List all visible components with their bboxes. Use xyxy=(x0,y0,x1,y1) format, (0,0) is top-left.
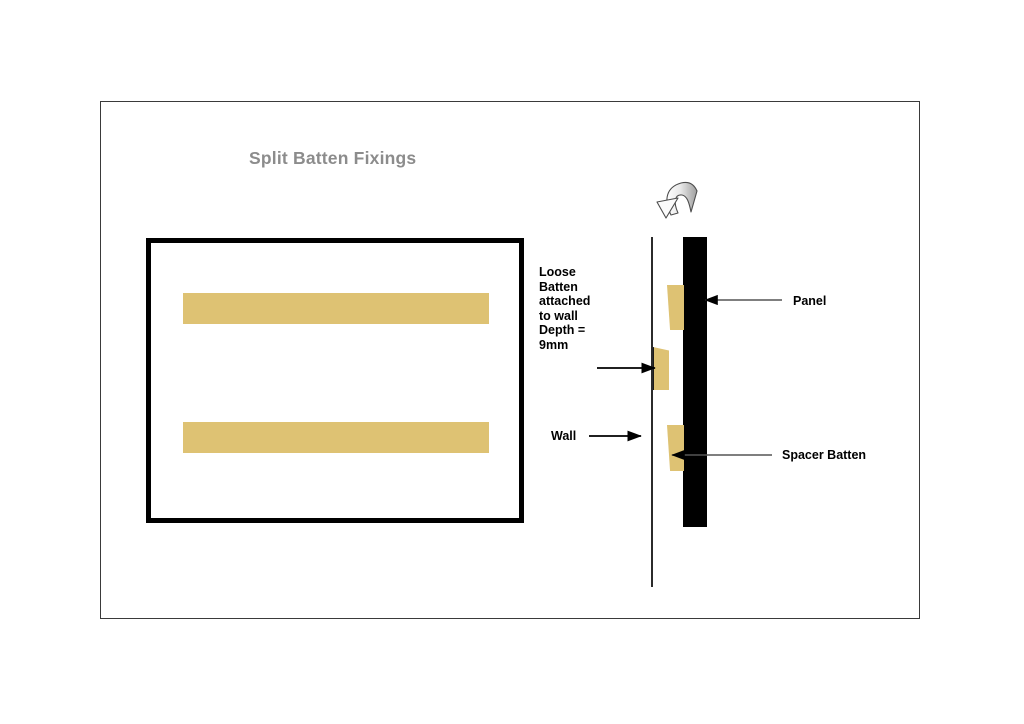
spacer-batten-label: Spacer Batten xyxy=(782,448,867,462)
section-batten-top xyxy=(667,285,684,330)
wall-line xyxy=(651,237,653,587)
elevation-batten-upper xyxy=(183,293,489,324)
page-title: Split Batten Fixings xyxy=(249,148,417,168)
panel-label: Panel xyxy=(793,294,827,308)
wall-elevation-panel xyxy=(146,238,524,523)
section-batten-middle xyxy=(653,347,669,390)
elevation-batten-lower xyxy=(183,422,489,453)
loose-batten-label: Loose Batten attached to wall Depth = 9m… xyxy=(539,265,591,352)
panel-board xyxy=(683,237,707,527)
wall-label: Wall xyxy=(551,429,577,443)
